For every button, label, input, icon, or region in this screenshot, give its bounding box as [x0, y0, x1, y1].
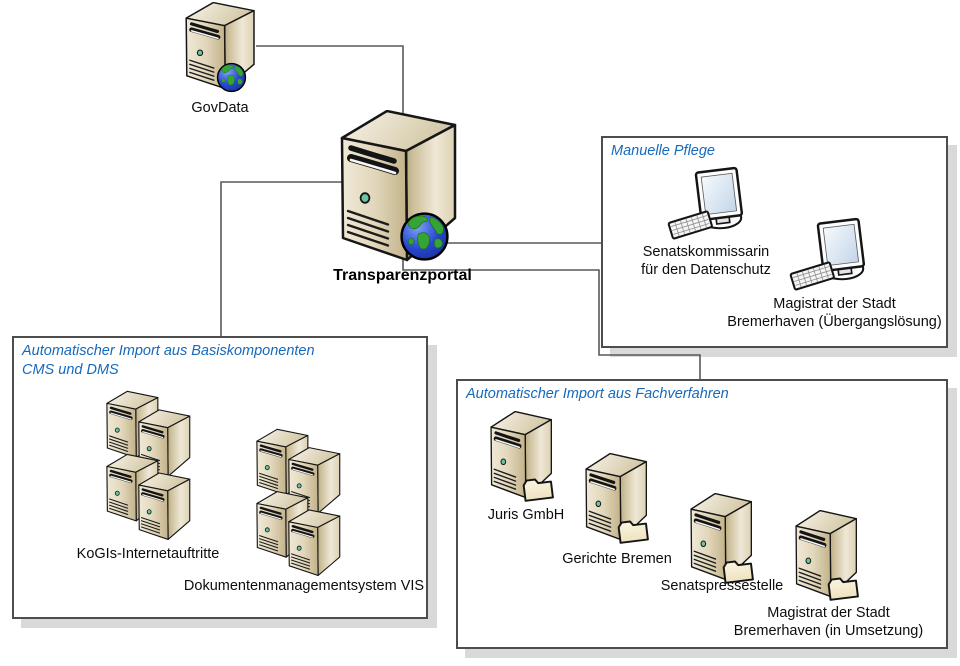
globe-icon [216, 62, 247, 93]
magistrat-uebergang-label-line1: Magistrat der Stadt [773, 296, 896, 312]
globe-icon [399, 211, 450, 262]
server-cluster-icon-kogis [106, 390, 192, 543]
transparenzportal-label: Transparenzportal [333, 267, 472, 284]
transparenzportal-node [340, 110, 460, 266]
kogis-label: KoGIs-Internetauftritte [76, 546, 220, 562]
gerichte-bremen-label: Gerichte Bremen [562, 551, 672, 567]
workstation-icon-magistrat-uebergang [788, 216, 878, 294]
group-title-basiskomponenten-line1: Automatischer Import aus Basiskomponente… [22, 343, 315, 359]
magistrat-umsetzung-node [795, 510, 865, 604]
group-box-basiskomponenten: Automatischer Import aus Basiskomponente… [12, 336, 428, 619]
server-cluster-icon-vis [256, 428, 342, 579]
juris-node [490, 411, 560, 505]
gerichte-bremen-node [585, 453, 655, 547]
group-title-manuelle-pflege: Manuelle Pflege [611, 143, 715, 159]
group-title-fachverfahren: Automatischer Import aus Fachverfahren [466, 386, 729, 402]
magistrat-uebergang-label: Magistrat der Stadt Bremerhaven (Übergan… [712, 295, 957, 331]
magistrat-umsetzung-label-line2: Bremerhaven (in Umsetzung) [733, 623, 924, 639]
folder-icon [522, 475, 554, 503]
magistrat-umsetzung-label: Magistrat der Stadt Bremerhaven (in Umse… [706, 604, 951, 640]
juris-label: Juris GmbH [487, 507, 565, 523]
magistrat-uebergang-label-line2: Bremerhaven (Übergangslösung) [727, 314, 942, 330]
connector-portal-fachverfahren [402, 257, 701, 379]
senatspressestelle-node [690, 493, 760, 587]
group-box-manuelle-pflege: Manuelle Pflege [601, 136, 948, 348]
connector-portal-basiskomponenten [220, 181, 350, 336]
govdata-node [185, 2, 257, 94]
group-title-basiskomponenten-line2: CMS und DMS [22, 362, 119, 378]
govdata-label: GovData [191, 100, 249, 116]
senatskommissarin-label-line2: für den Datenschutz [641, 262, 771, 278]
senatskommissarin-label: Senatskommissarin für den Datenschutz [606, 243, 806, 279]
connector-govdata-portal [256, 45, 404, 114]
magistrat-umsetzung-label-line1: Magistrat der Stadt [767, 605, 890, 621]
senatskommissarin-label-line1: Senatskommissarin [642, 244, 770, 260]
vis-label: Dokumentenmanagementsystem VIS [183, 578, 425, 594]
folder-icon [827, 574, 859, 602]
workstation-icon-senatskommissarin [666, 165, 756, 243]
senatspressestelle-label: Senatspressestelle [660, 578, 784, 594]
folder-icon [617, 517, 649, 545]
